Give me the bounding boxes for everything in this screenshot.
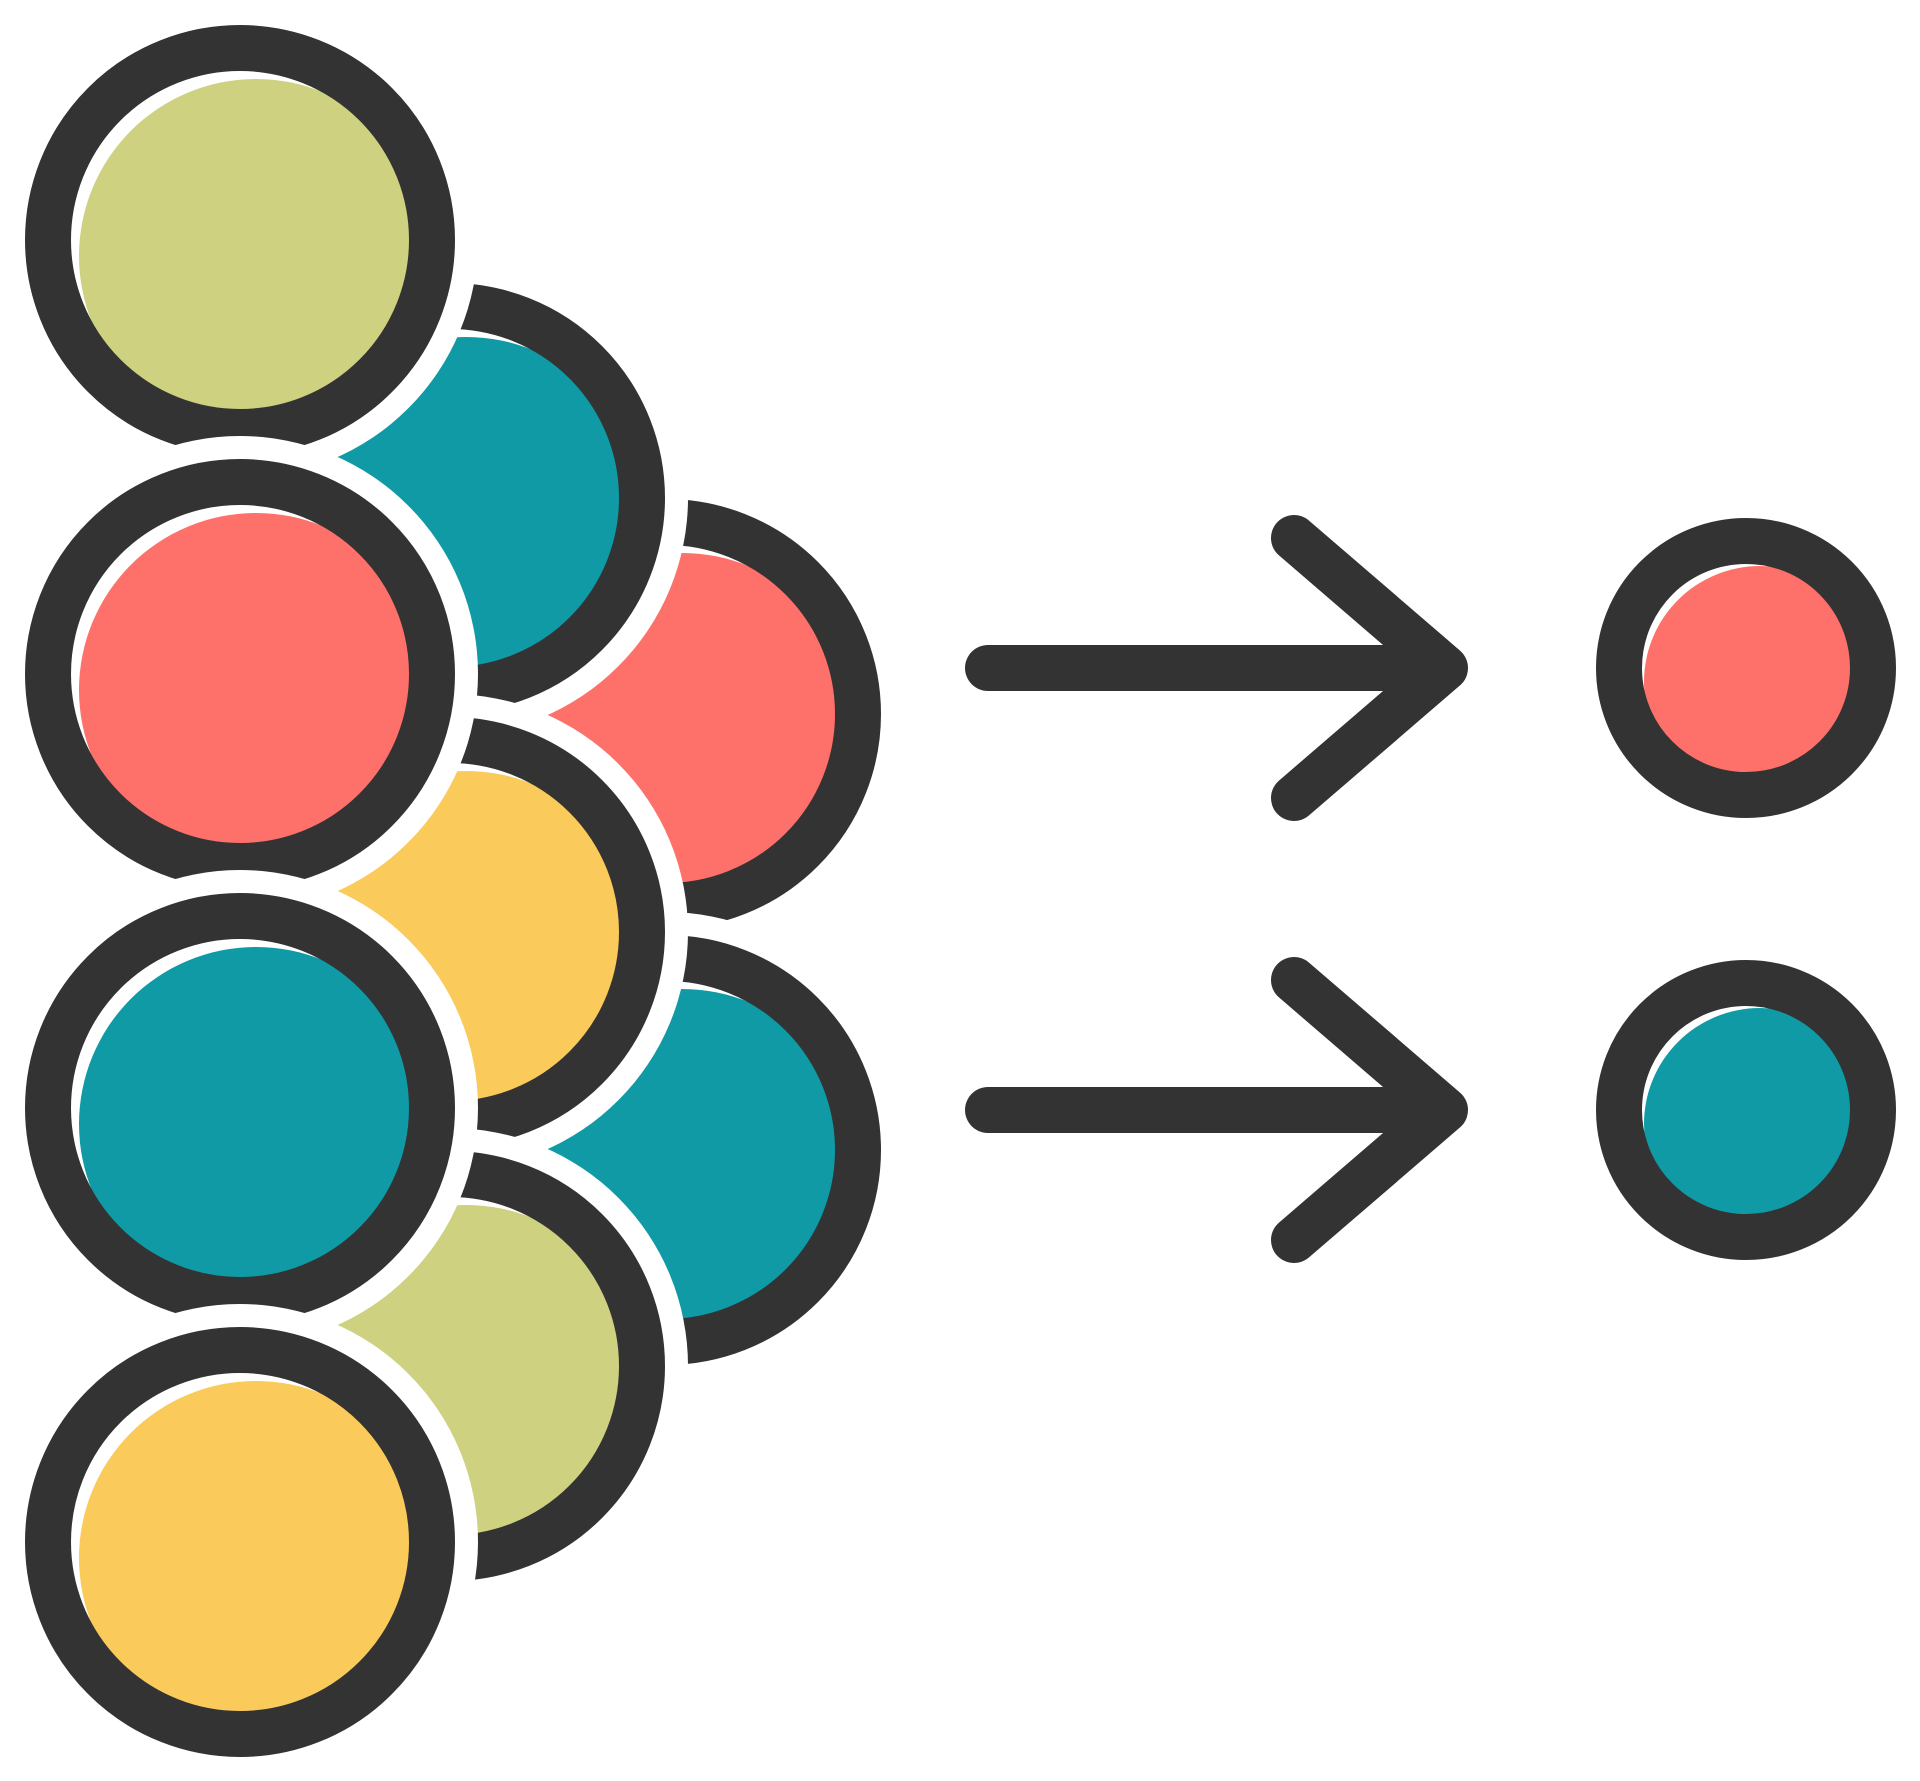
output-circles-group xyxy=(1596,518,1896,1260)
output-circle-teal xyxy=(1596,960,1896,1260)
arrow-right-icon xyxy=(965,515,1468,821)
arrow-right-icon xyxy=(965,957,1468,1263)
arrows-group xyxy=(965,515,1468,1263)
output-circle-red xyxy=(1596,518,1896,818)
input-circles-group xyxy=(2,2,904,1780)
input-circle-green xyxy=(2,2,478,478)
input-circle-teal xyxy=(2,870,478,1346)
input-circle-red xyxy=(2,436,478,912)
input-circle-yellow xyxy=(2,1304,478,1780)
